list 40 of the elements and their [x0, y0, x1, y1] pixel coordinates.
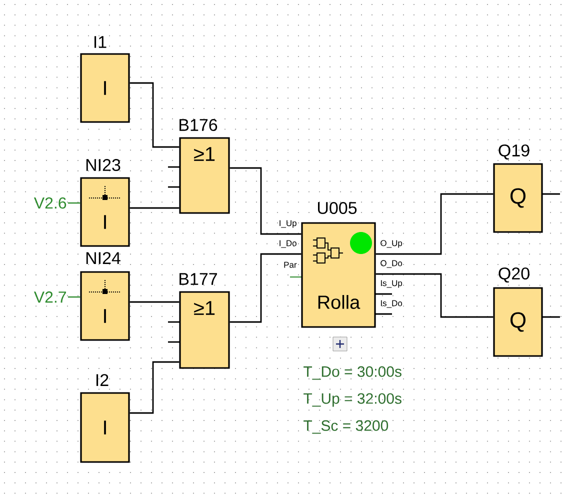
pin-label: I_Up [280, 220, 296, 228]
network-input-block: NI24 I [80, 252, 130, 341]
function-block: U005 Rolla [301, 202, 376, 328]
pin-label: Par [284, 262, 297, 268]
parameter-text: T_Sc = 3200 [304, 420, 388, 434]
input-block: I2 I [80, 374, 130, 463]
or-gate-block: B176 ≥1 [179, 118, 230, 214]
output-block: Q20 Q [493, 267, 543, 357]
node-label: B176 [180, 118, 218, 132]
pin-label: Is_Up [381, 280, 402, 288]
signal-label: V2.7 [34, 291, 66, 303]
wire [130, 82, 180, 148]
node-label: Q20 [498, 267, 530, 283]
network-input-block: NI23 I [80, 158, 130, 247]
node-label: NI23 [86, 158, 120, 172]
node-label: NI24 [86, 252, 120, 264]
node-label: U005 [318, 202, 357, 214]
pin-label: I_Do [280, 240, 296, 248]
node-label: I2 [96, 374, 108, 386]
wire [376, 273, 494, 318]
node-label: Q19 [498, 144, 530, 160]
wire [230, 253, 302, 323]
wire [68, 202, 80, 204]
or-gate-block: B177 ≥1 [179, 273, 230, 369]
node-label: I1 [94, 36, 106, 48]
wire [130, 301, 180, 303]
pin-label: O_Up [380, 240, 402, 248]
parameter-text: T_Up = 32:00s [304, 393, 402, 407]
signal-label: V2.6 [34, 197, 66, 209]
wire [376, 193, 494, 255]
pin-label: O_Do [380, 260, 402, 268]
node-label: B177 [180, 273, 217, 285]
wire [130, 207, 180, 209]
wire [230, 167, 302, 235]
output-block: Q19 Q [493, 144, 543, 233]
parameter-text: T_Do = 30:00s [304, 366, 402, 380]
pin-label: Is_Do [381, 300, 402, 308]
wire [130, 361, 180, 414]
input-block: I1 I [80, 36, 130, 123]
wire [68, 296, 80, 298]
